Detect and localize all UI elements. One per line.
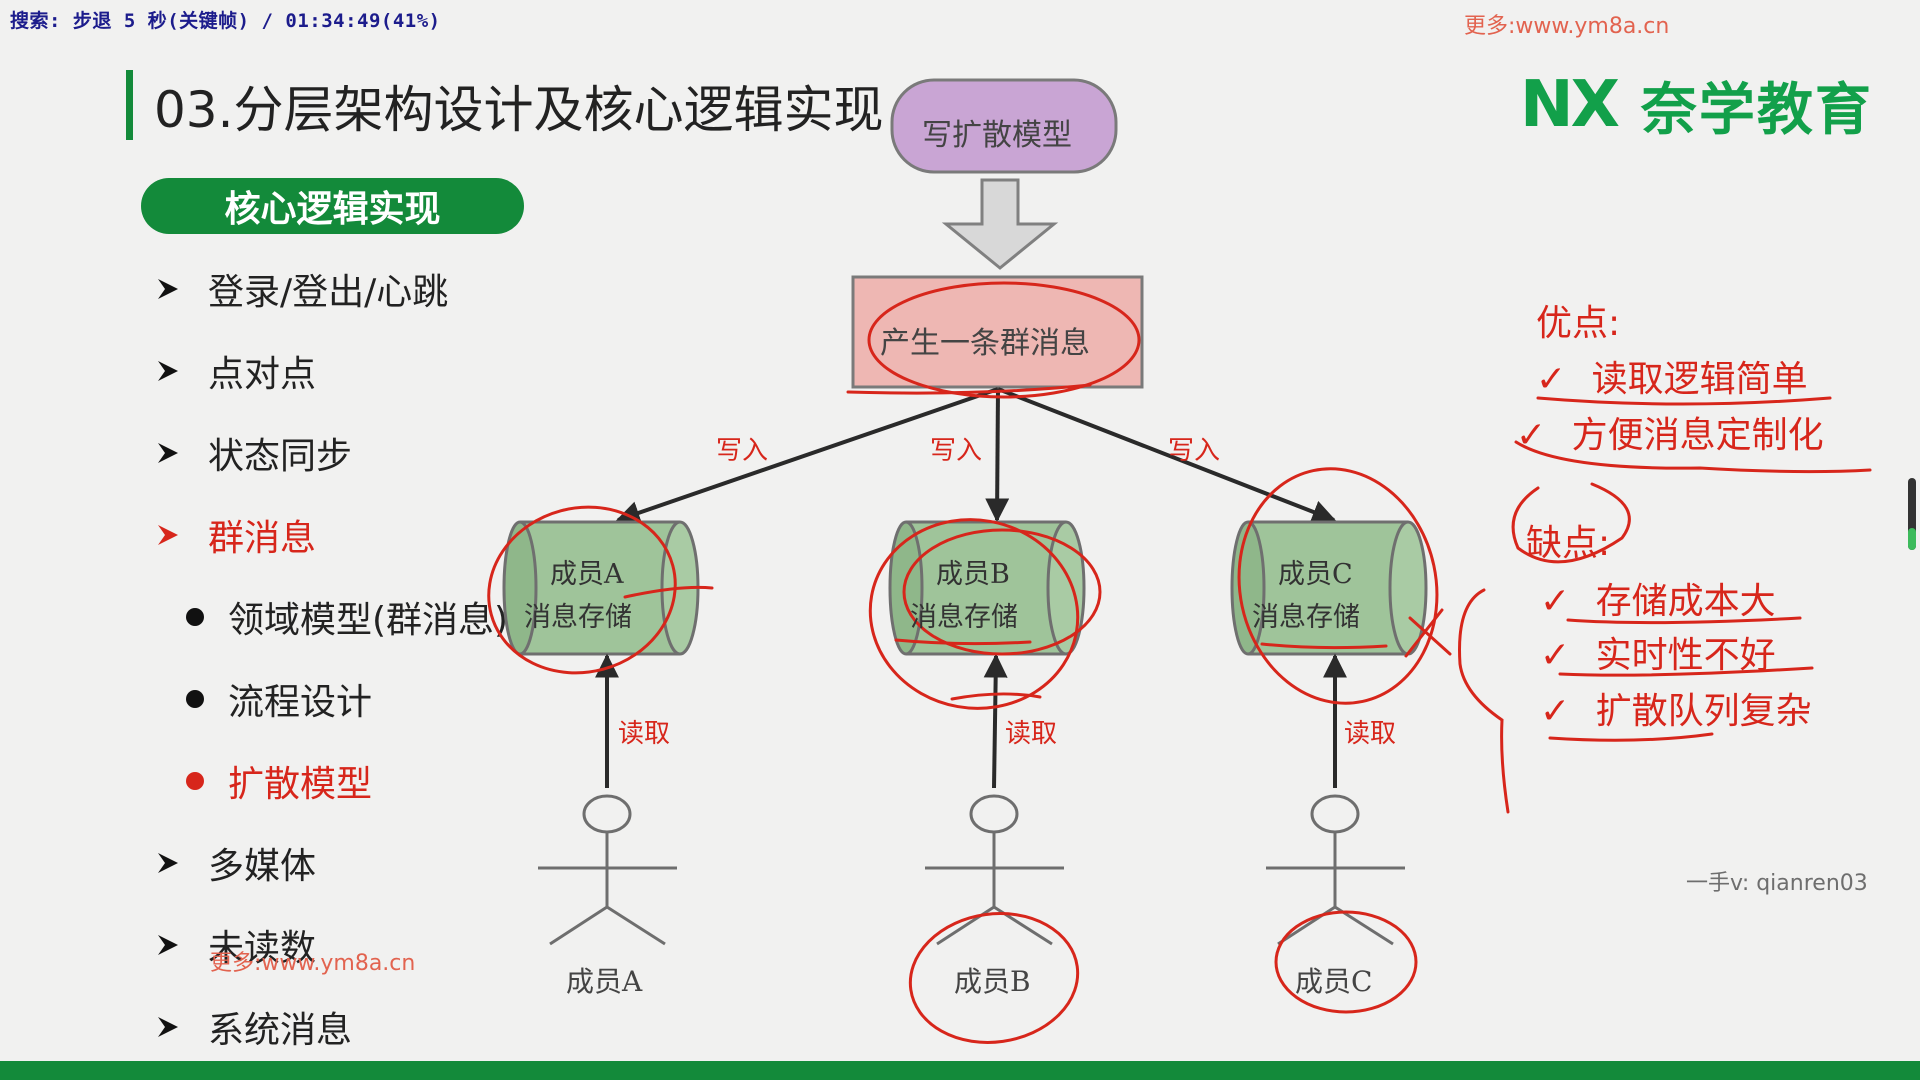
pros-item-1: ✓ 读取逻辑简单 xyxy=(1536,350,1808,402)
actor-b-icon xyxy=(925,794,1064,946)
write-fanout-box xyxy=(890,78,1118,174)
player-scrollbar-thumb[interactable] xyxy=(1908,528,1916,550)
pros-item-text: 方便消息定制化 xyxy=(1571,415,1824,456)
check-icon: ✓ xyxy=(1540,691,1571,732)
store-a-line2: 消息存储 xyxy=(524,602,632,633)
store-c-line1: 成员C xyxy=(1278,559,1353,590)
player-status-text: 搜索: 步退 5 秒(关键帧) / 01:34:49(41%) xyxy=(10,10,441,32)
write-fanout-label: 写扩散模型 xyxy=(922,118,1072,153)
arrow-bullet-icon xyxy=(158,525,178,545)
check-icon: ✓ xyxy=(1536,359,1567,400)
handwritten-annotations xyxy=(487,281,1872,1044)
read-label-a: 读取 xyxy=(618,719,671,749)
member-c-label: 成员C xyxy=(1295,965,1373,998)
arrow-bullet-icon xyxy=(158,279,178,299)
check-icon: ✓ xyxy=(1540,581,1571,622)
player-scrollbar[interactable] xyxy=(1908,478,1916,550)
actor-c-icon xyxy=(1266,794,1405,946)
agenda-item-label: 领域模型(群消息) xyxy=(228,600,509,641)
cons-item-text: 扩散队列复杂 xyxy=(1595,691,1812,732)
title-accent-bar xyxy=(126,70,133,140)
watermark-mid: 更多:www.ym8a.cn xyxy=(210,951,416,976)
agenda-item-label: 系统消息 xyxy=(208,1010,353,1051)
write-label-b: 写入 xyxy=(930,436,983,466)
dot-bullet-icon xyxy=(186,608,204,626)
member-b-label: 成员B xyxy=(954,965,1031,998)
slide-title: 03.分层架构设计及核心逻辑实现 xyxy=(154,81,884,139)
agenda-item-unread: 未读数 xyxy=(156,920,316,970)
pros-item-text: 读取逻辑简单 xyxy=(1591,359,1808,400)
pros-title: 优点: xyxy=(1536,303,1621,344)
store-a-line1: 成员A xyxy=(550,559,624,590)
cons-item-1: ✓ 存储成本大 xyxy=(1540,572,1776,624)
store-b-line1: 成员B xyxy=(936,559,1010,590)
brand-logo: NX 奈学教育 xyxy=(1520,68,1873,143)
arrow-bullet-icon xyxy=(158,443,178,463)
event-box xyxy=(851,275,1144,389)
logo-mark: NX xyxy=(1520,68,1620,142)
big-down-arrow-icon xyxy=(941,178,1059,270)
cons-item-text: 实时性不好 xyxy=(1595,635,1776,676)
agenda-item-group-msg: 群消息 xyxy=(156,510,316,560)
write-label-a: 写入 xyxy=(716,436,769,466)
arrow-bullet-icon xyxy=(158,853,178,873)
agenda-item-label: 扩散模型 xyxy=(228,764,373,805)
agenda-item-system-msg: 系统消息 xyxy=(156,1002,352,1052)
cons-item-text: 存储成本大 xyxy=(1595,581,1776,622)
store-cylinder-c xyxy=(1230,520,1428,656)
event-box-label: 产生一条群消息 xyxy=(880,326,1090,361)
read-label-c: 读取 xyxy=(1344,719,1397,749)
store-c-line2: 消息存储 xyxy=(1252,602,1360,633)
arrow-bullet-icon xyxy=(158,1017,178,1037)
agenda-item-label: 多媒体 xyxy=(208,846,317,887)
write-arrow-c xyxy=(997,387,1337,524)
agenda-item-label: 状态同步 xyxy=(208,436,353,477)
arrow-bullet-icon xyxy=(158,935,178,955)
logo-text: 奈学教育 xyxy=(1640,77,1873,143)
agenda-item-label: 登录/登出/心跳 xyxy=(208,272,449,313)
agenda-subitem-flow: 流程设计 xyxy=(186,674,372,724)
cons-item-3: ✓ 扩散队列复杂 xyxy=(1540,682,1812,734)
footer-bar xyxy=(0,1061,1920,1080)
actor-a-icon xyxy=(538,794,677,946)
agenda-subitem-fanout: 扩散模型 xyxy=(186,756,372,806)
check-icon: ✓ xyxy=(1516,415,1547,456)
write-arrow-b xyxy=(985,388,1010,523)
dot-bullet-icon xyxy=(186,772,204,790)
cons-title: 缺点: xyxy=(1526,523,1611,564)
pros-item-2: ✓ 方便消息定制化 xyxy=(1516,406,1824,458)
agenda-item-label: 未读数 xyxy=(208,928,317,969)
agenda-item-label: 群消息 xyxy=(208,518,317,559)
agenda-subitem-domain-model: 领域模型(群消息) xyxy=(186,592,508,642)
read-arrow-b xyxy=(983,653,1008,789)
write-arrow-a xyxy=(615,387,999,525)
agenda-item-login: 登录/登出/心跳 xyxy=(156,264,448,314)
agenda-item-media: 多媒体 xyxy=(156,838,316,888)
member-a-label: 成员A xyxy=(566,965,643,998)
agenda-item-label: 点对点 xyxy=(208,354,317,395)
read-label-b: 读取 xyxy=(1005,719,1058,749)
store-cylinder-a xyxy=(502,520,700,656)
watermark-contact: 一手v: qianren03 xyxy=(1686,871,1868,896)
arrow-bullet-icon xyxy=(158,361,178,381)
store-b-line2: 消息存储 xyxy=(910,602,1018,633)
section-pill: 核心逻辑实现 xyxy=(141,178,524,234)
agenda-item-label: 流程设计 xyxy=(228,682,373,723)
agenda-item-p2p: 点对点 xyxy=(156,346,316,396)
write-label-c: 写入 xyxy=(1168,436,1221,466)
watermark-top: 更多:www.ym8a.cn xyxy=(1464,14,1670,39)
dot-bullet-icon xyxy=(186,690,204,708)
check-icon: ✓ xyxy=(1540,635,1571,676)
agenda-item-state-sync: 状态同步 xyxy=(156,428,352,478)
cons-item-2: ✓ 实时性不好 xyxy=(1540,626,1776,678)
